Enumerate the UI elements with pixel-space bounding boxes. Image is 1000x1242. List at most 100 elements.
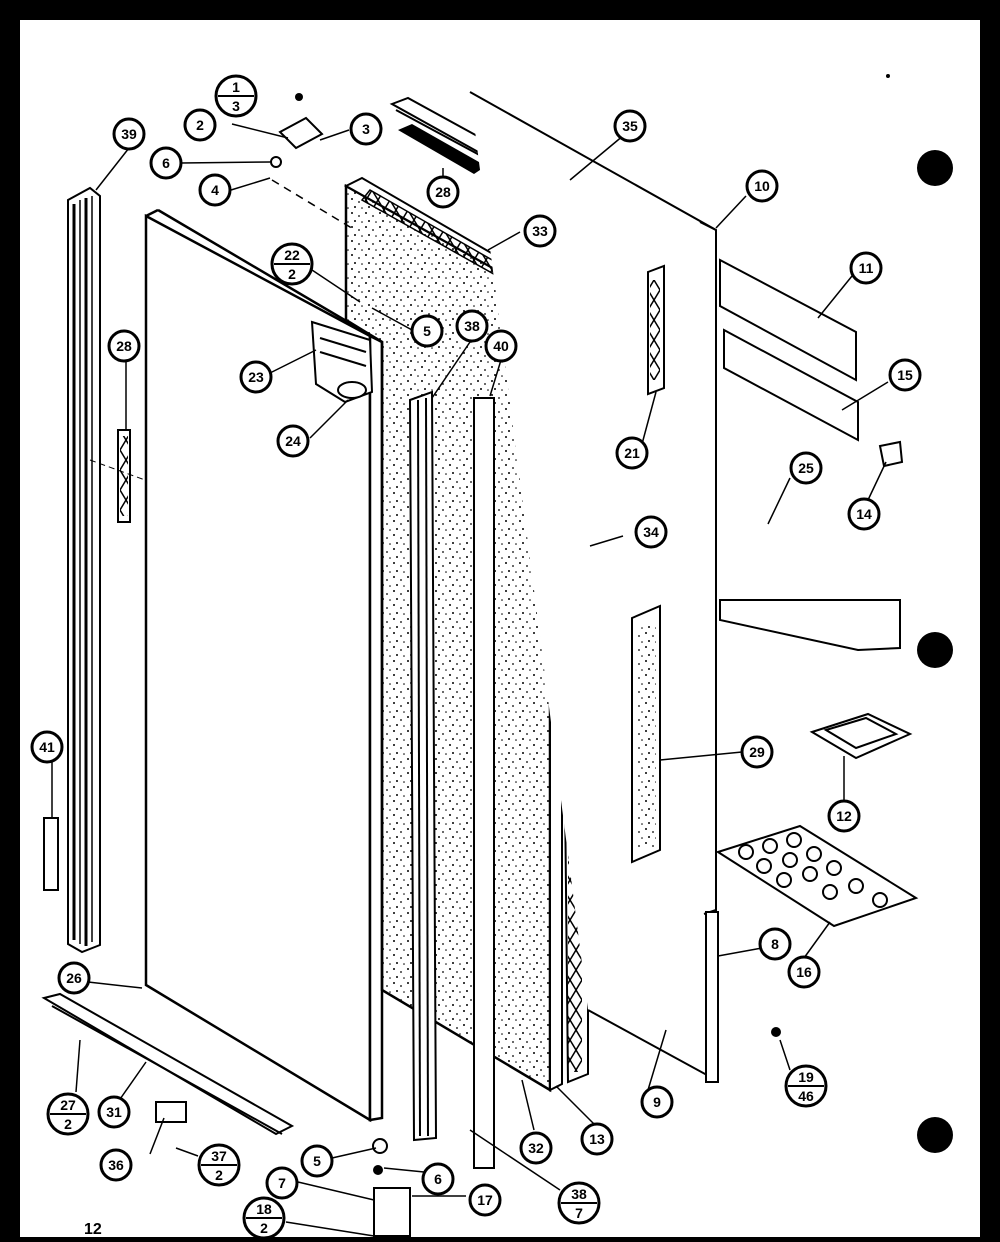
svg-text:15: 15 [897, 367, 913, 383]
svg-text:36: 36 [108, 1157, 124, 1173]
callout-15: 15 [888, 358, 922, 392]
svg-text:13: 13 [589, 1131, 605, 1147]
svg-text:17: 17 [477, 1192, 493, 1208]
callout-38-7: 38 7 [557, 1181, 601, 1225]
shelf-retainer-29 [631, 604, 661, 864]
svg-text:2: 2 [260, 1220, 268, 1236]
svg-text:28: 28 [435, 184, 451, 200]
outer-door-panel [144, 208, 384, 1123]
svg-text:40: 40 [493, 338, 509, 354]
svg-text:19: 19 [798, 1069, 814, 1085]
shelf-retainer-21 [647, 264, 665, 396]
binder-hole-middle [917, 632, 953, 668]
svg-text:6: 6 [162, 155, 170, 171]
callout-17: 17 [468, 1183, 502, 1217]
vent-grille-28 [398, 124, 486, 174]
callout-19-46: 19 46 [784, 1064, 828, 1108]
svg-text:18: 18 [256, 1201, 272, 1217]
svg-text:2: 2 [196, 117, 204, 133]
svg-text:35: 35 [622, 118, 638, 134]
callout-1-3: 1 3 [214, 74, 258, 118]
callout-5-bottom: 5 [300, 1144, 334, 1178]
breaker-strip-40 [473, 397, 495, 1169]
callout-3: 3 [349, 112, 383, 146]
svg-text:10: 10 [754, 178, 770, 194]
svg-text:2: 2 [215, 1167, 223, 1183]
callout-37-2: 37 2 [197, 1143, 241, 1187]
callout-40: 40 [484, 329, 518, 363]
svg-text:46: 46 [798, 1088, 814, 1104]
svg-text:8: 8 [771, 936, 779, 952]
callout-16: 16 [787, 955, 821, 989]
svg-text:38: 38 [571, 1186, 587, 1202]
egg-tray-16 [715, 824, 919, 928]
callout-2: 2 [183, 108, 217, 142]
svg-text:27: 27 [60, 1097, 76, 1113]
svg-text:25: 25 [798, 460, 814, 476]
butter-dish-12 [809, 712, 913, 760]
hinge-bottom-part [373, 1187, 411, 1237]
svg-text:4: 4 [211, 182, 219, 198]
svg-text:3: 3 [362, 121, 370, 137]
svg-text:1: 1 [232, 79, 240, 95]
svg-text:38: 38 [464, 318, 480, 334]
svg-text:23: 23 [248, 369, 264, 385]
callout-39: 39 [112, 117, 146, 151]
svg-text:26: 26 [66, 970, 82, 986]
callout-28-top: 28 [426, 175, 460, 209]
page-number: 12 [84, 1221, 102, 1237]
callout-13: 13 [580, 1122, 614, 1156]
binder-hole-top [917, 150, 953, 186]
svg-text:7: 7 [278, 1175, 286, 1191]
svg-text:12: 12 [836, 808, 852, 824]
callout-28-left: 28 [107, 329, 141, 363]
svg-text:5: 5 [313, 1153, 321, 1169]
svg-text:34: 34 [643, 524, 659, 540]
callout-31: 31 [97, 1095, 131, 1129]
callout-10: 10 [745, 169, 779, 203]
callout-8: 8 [758, 927, 792, 961]
callout-34: 34 [634, 515, 668, 549]
svg-text:29: 29 [749, 744, 765, 760]
svg-text:31: 31 [106, 1104, 122, 1120]
callout-6-top: 6 [149, 146, 183, 180]
svg-text:22: 22 [284, 247, 300, 263]
callout-24: 24 [276, 424, 310, 458]
svg-text:3: 3 [232, 98, 240, 114]
callout-6-bottom: 6 [421, 1162, 455, 1196]
svg-text:28: 28 [116, 338, 132, 354]
bottom-trim-31 [41, 992, 295, 1136]
gasket-strip-part [67, 186, 101, 954]
callout-36: 36 [99, 1148, 133, 1182]
callout-11: 11 [849, 251, 883, 285]
svg-text:5: 5 [423, 323, 431, 339]
callout-7: 7 [265, 1166, 299, 1200]
callout-29: 29 [740, 735, 774, 769]
svg-text:2: 2 [288, 266, 296, 282]
callout-4: 4 [198, 173, 232, 207]
callout-5-top: 5 [410, 314, 444, 348]
binder-hole-bottom [917, 1117, 953, 1153]
callout-14: 14 [847, 497, 881, 531]
svg-text:2: 2 [64, 1116, 72, 1132]
svg-text:33: 33 [532, 223, 548, 239]
callout-9: 9 [640, 1085, 674, 1119]
svg-text:11: 11 [859, 260, 874, 276]
callout-23: 23 [239, 360, 273, 394]
svg-text:41: 41 [39, 739, 55, 755]
svg-text:24: 24 [285, 433, 301, 449]
callout-21: 21 [615, 436, 649, 470]
callout-25: 25 [789, 451, 823, 485]
svg-text:21: 21 [624, 445, 640, 461]
callout-18-2: 18 2 [242, 1196, 286, 1240]
hinge-bracket-part [310, 320, 374, 404]
svg-text:16: 16 [796, 964, 812, 980]
callout-22-2: 22 2 [270, 242, 314, 286]
svg-text:7: 7 [575, 1205, 583, 1221]
svg-text:39: 39 [121, 126, 137, 142]
cap-36 [155, 1101, 187, 1123]
callout-26: 26 [57, 961, 91, 995]
callout-38-upper: 38 [455, 309, 489, 343]
